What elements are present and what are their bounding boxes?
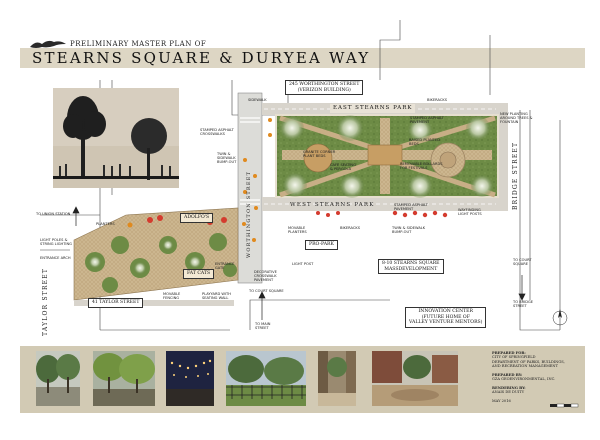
label-pro-park: PRO-PARK xyxy=(305,240,338,250)
note-entrance-arch: ENTRANCE ARCH xyxy=(40,256,71,260)
label-stearns-square-massdev: 8-10 STEARNS SQUARE MASSDEVELOPMENT xyxy=(378,259,444,274)
plan-date: MAY 2016 xyxy=(492,398,511,403)
prepared-for-line-2: DEPARTMENT OF PARKS, BUILDINGS, xyxy=(492,359,565,364)
north-arrow-icon xyxy=(552,309,568,326)
note-light-poles: LIGHT POLES &STRING LIGHTING xyxy=(40,238,72,247)
flower-beds xyxy=(316,210,448,218)
street-west-stearns-park: WEST STEARNS PARK xyxy=(290,202,375,208)
credits-block: PREPARED FOR: CITY OF SPRINGFIELD DEPART… xyxy=(492,351,565,403)
label-innovation-center: INNOVATION CENTER (FUTURE HOME OF VALLEY… xyxy=(405,307,487,328)
note-to-court-square-bottom: TO COURT SQUARE xyxy=(249,289,284,293)
label-adolfos: ADOLFO'S xyxy=(180,213,214,223)
label-41-taylor: 41 TAYLOR STREET xyxy=(88,298,144,308)
street-taylor: TAYLOR STREET xyxy=(42,267,49,336)
scale-bar xyxy=(550,403,579,408)
note-bikeracks-mid: BIKERACKS xyxy=(340,226,361,230)
prepared-by-label: PREPARED BY: xyxy=(492,372,523,377)
worthington-road xyxy=(238,93,262,283)
prepared-by: GZA GEOENVIRONMENTAL, INC. xyxy=(492,377,556,382)
label-fat-cats: FAT CATS xyxy=(183,269,215,279)
stearns-square-park xyxy=(275,114,499,198)
direction-arrows xyxy=(72,206,526,320)
bird-logo-icon xyxy=(30,40,66,48)
prepared-for-label: PREPARED FOR: xyxy=(492,351,526,355)
photo-2-grove xyxy=(93,351,155,406)
title-prefix: PRELIMINARY MASTER PLAN OF xyxy=(70,40,207,48)
note-light-post: LIGHT POST xyxy=(292,262,314,266)
note-cafe-seating: CAFE SEATING& PERGOLA xyxy=(330,163,356,172)
street-linework xyxy=(40,20,561,331)
photo-3-string-lights xyxy=(166,351,214,406)
prepared-for-line-1: CITY OF SPRINGFIELD xyxy=(492,355,536,360)
note-sidewalk: SIDEWALK xyxy=(248,98,267,102)
label-worthington-verizon: 245 WORTHINGTON STREET (VERIZON BUILDING… xyxy=(285,80,364,95)
street-bridge: BRIDGE STREET xyxy=(512,141,519,210)
page-title: STEARNS SQUARE & DURYEA WAY xyxy=(32,49,371,67)
bridge-road xyxy=(498,103,508,211)
prepared-for-line-3: AND RECREATION MANAGEMENT xyxy=(492,364,558,369)
photo-6-plaza xyxy=(372,351,458,406)
rendering-by: ANAIS DE DUITY xyxy=(492,390,525,395)
photo-5-alley xyxy=(318,351,356,406)
photo-4-fence-park xyxy=(226,351,306,406)
note-planters: PLANTERS xyxy=(96,222,115,226)
note-bikeracks-top: BIKERACKS xyxy=(427,98,448,102)
rendering-by-label: RENDERING BY: xyxy=(492,385,526,390)
note-to-union-station: TO UNION STATION xyxy=(36,212,71,216)
title-band xyxy=(20,48,585,68)
label-east-stearns-park: EAST STEARNS PARK xyxy=(330,104,416,113)
street-worthington: WORTHINGTON STREET xyxy=(246,170,252,258)
perspective-inset xyxy=(53,88,179,188)
photo-1-trees xyxy=(36,351,80,406)
